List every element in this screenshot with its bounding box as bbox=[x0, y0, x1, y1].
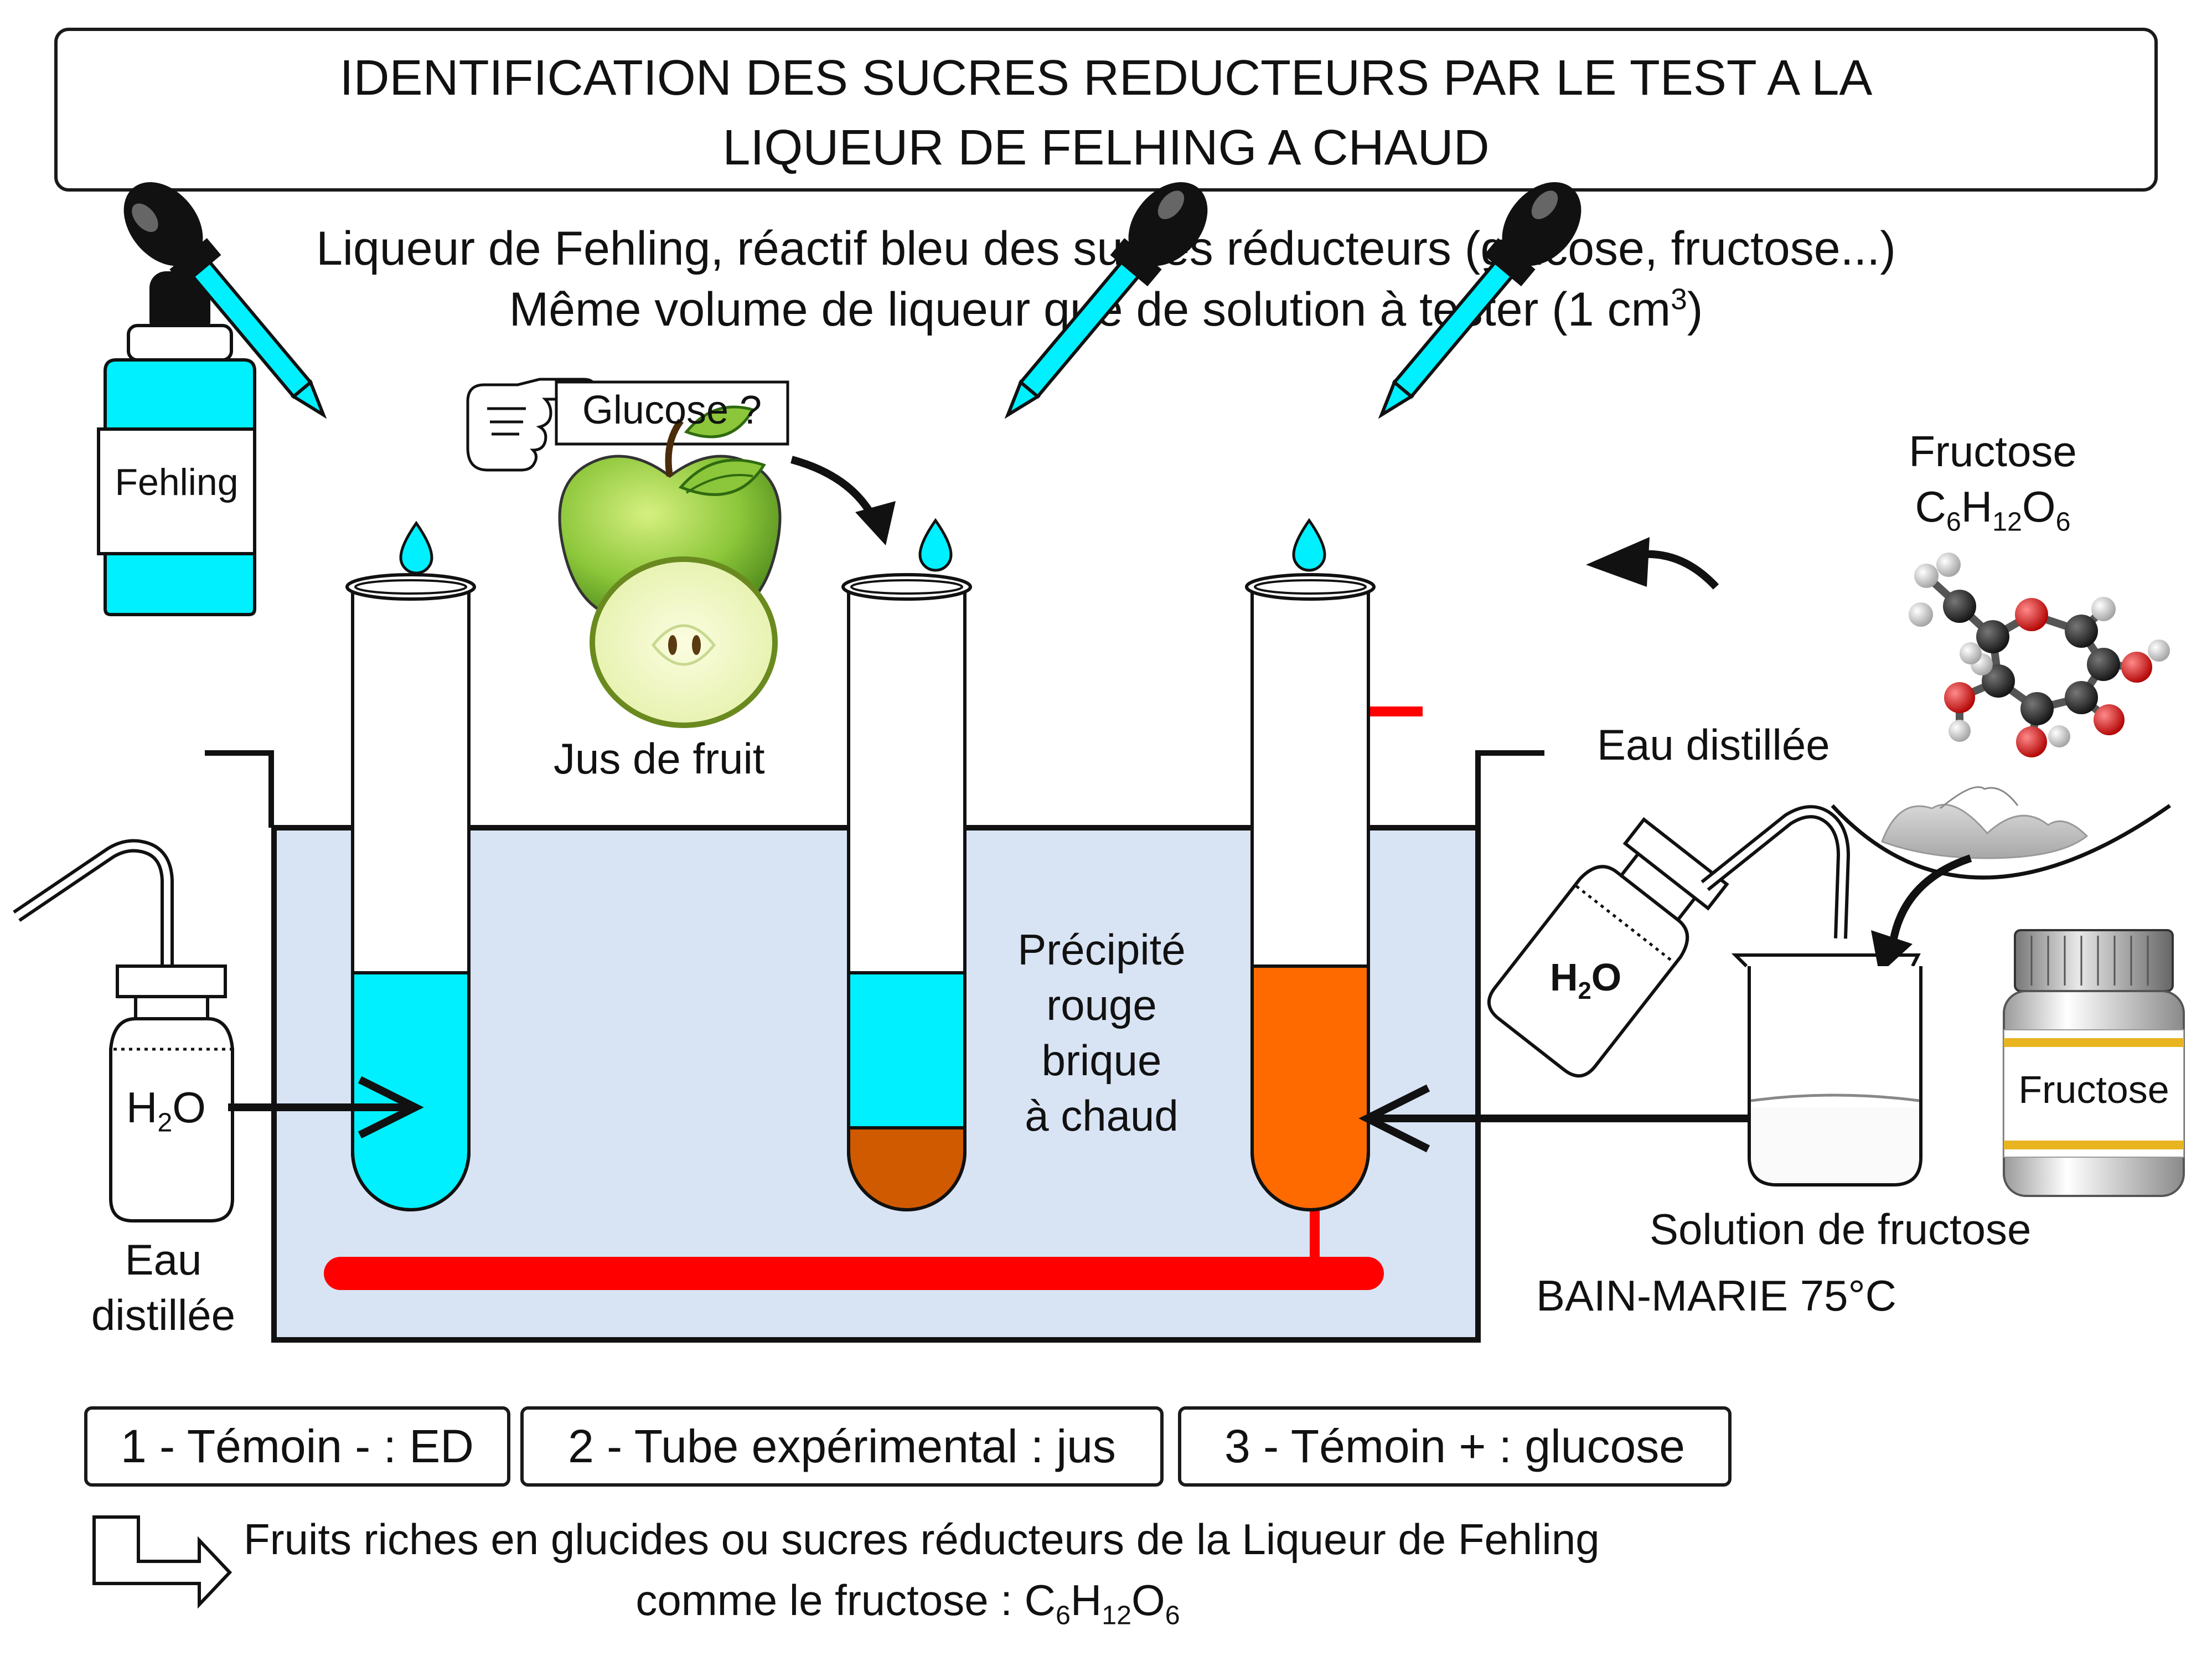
tube-label-3: 3 - Témoin + : glucose bbox=[1178, 1406, 1732, 1487]
h2o-left-sub: 2 bbox=[157, 1107, 173, 1138]
hollow-arrow-icon bbox=[92, 1515, 232, 1609]
title-line-2: LIQUEUR DE FELHING A CHAUD bbox=[722, 120, 1490, 176]
distilled-water-left-line-1: Eau bbox=[125, 1235, 202, 1284]
apple-icon bbox=[558, 405, 782, 728]
fructose-solution-label: Solution de fructose bbox=[1650, 1205, 2032, 1254]
h2o-left-h: H bbox=[126, 1083, 158, 1132]
precipitate-line-1: Précipité bbox=[1017, 925, 1186, 974]
title-line-1: IDENTIFICATION DES SUCRES REDUCTEURS PAR… bbox=[339, 50, 1873, 106]
wash-bottle-icon-left bbox=[13, 839, 234, 1222]
bain-marie-label: BAIN-MARIE 75°C bbox=[1536, 1271, 1897, 1320]
h2o-left-o: O bbox=[172, 1083, 206, 1132]
arrow-solution-head bbox=[1358, 1084, 1430, 1153]
formula-o: O bbox=[2022, 482, 2056, 531]
h2o-left-label: H2O bbox=[126, 1082, 206, 1138]
dropper-icon-3 bbox=[1378, 182, 1582, 419]
arrow-powder-head bbox=[1871, 930, 1913, 974]
tube-label-2: 2 - Tube expérimental : jus bbox=[520, 1406, 1164, 1487]
precipitate-line-4: à chaud bbox=[1025, 1091, 1179, 1140]
conclusion-formula-h: H bbox=[1070, 1576, 1102, 1624]
conclusion-formula-c-n: 6 bbox=[1055, 1600, 1071, 1631]
conclusion-line-2-text: comme le fructose : bbox=[635, 1576, 1025, 1624]
conclusion-formula-h-n: 12 bbox=[1102, 1600, 1132, 1631]
glucose-question-label: Glucose ? bbox=[582, 388, 762, 432]
h2o-right-sub: 2 bbox=[1578, 978, 1591, 1004]
drop-1 bbox=[399, 520, 433, 575]
formula-c: C bbox=[1915, 482, 1946, 531]
drop-2 bbox=[918, 518, 953, 572]
precipitate-line-2: rouge bbox=[1046, 981, 1157, 1029]
distilled-water-right-label: Eau distillée bbox=[1597, 720, 1830, 769]
dropper-icon-1 bbox=[123, 182, 327, 419]
h2o-right-label: H2O bbox=[1550, 955, 1621, 1005]
conclusion-formula-o: O bbox=[1131, 1576, 1165, 1624]
beaker-icon bbox=[1731, 953, 1922, 1187]
title-box: IDENTIFICATION DES SUCRES REDUCTEURS PAR… bbox=[54, 28, 2158, 192]
formula-c-n: 6 bbox=[1946, 507, 1961, 537]
jar-icon bbox=[2003, 929, 2185, 1197]
conclusion-line-1: Fruits riches en glucides ou sucres rédu… bbox=[244, 1515, 1600, 1564]
arrow-powder-to-beaker bbox=[1889, 854, 1972, 942]
molecule-icon bbox=[1909, 553, 2170, 757]
formula-o-n: 6 bbox=[2055, 507, 2071, 537]
fehling-bottle-label: Fehling bbox=[115, 461, 239, 503]
arrow-glucose-head bbox=[855, 501, 896, 545]
test-tube-icon-2 bbox=[841, 573, 972, 1211]
intro-line-1: Liqueur de Fehling, réactif bleu des suc… bbox=[316, 222, 1896, 275]
watch-glass-icon bbox=[1831, 786, 2172, 880]
intro-line-2-sup: 3 bbox=[1671, 283, 1687, 316]
heater-element bbox=[324, 1257, 1384, 1290]
fructose-formula-top: C6H12O6 bbox=[1871, 482, 2115, 538]
fehling-bottle-icon bbox=[97, 271, 256, 616]
drop-3 bbox=[1292, 518, 1326, 572]
tube-label-1: 1 - Témoin - : ED bbox=[84, 1406, 510, 1487]
intro-line-2-suffix: ) bbox=[1687, 283, 1703, 336]
formula-h-n: 12 bbox=[1992, 507, 2022, 537]
bath-right-rim bbox=[1475, 750, 1544, 828]
distilled-water-left-line-2: distillée bbox=[91, 1291, 236, 1339]
precipitate-line-3: brique bbox=[1041, 1036, 1162, 1085]
arrow-water-head bbox=[358, 1076, 424, 1139]
fructose-jar-label: Fructose bbox=[2018, 1068, 2169, 1111]
arrow-curved-top-head bbox=[1586, 537, 1650, 587]
fruit-juice-label: Jus de fruit bbox=[554, 734, 765, 783]
conclusion-formula-o-n: 6 bbox=[1165, 1600, 1180, 1631]
h2o-right-o: O bbox=[1591, 956, 1622, 999]
test-tube-icon-3 bbox=[1245, 573, 1376, 1211]
wash-bottle-icon-right bbox=[1487, 805, 1851, 1078]
conclusion-formula-c: C bbox=[1024, 1576, 1056, 1624]
dropper-icon-2 bbox=[1004, 182, 1208, 419]
fructose-title-label: Fructose bbox=[1909, 427, 2077, 476]
formula-h: H bbox=[1961, 482, 1993, 531]
bath-left-rim bbox=[205, 750, 274, 828]
h2o-right-h: H bbox=[1550, 956, 1578, 999]
test-tube-icon-1 bbox=[345, 573, 476, 1211]
conclusion-line-2: comme le fructose : C6H12O6 bbox=[244, 1575, 1572, 1631]
